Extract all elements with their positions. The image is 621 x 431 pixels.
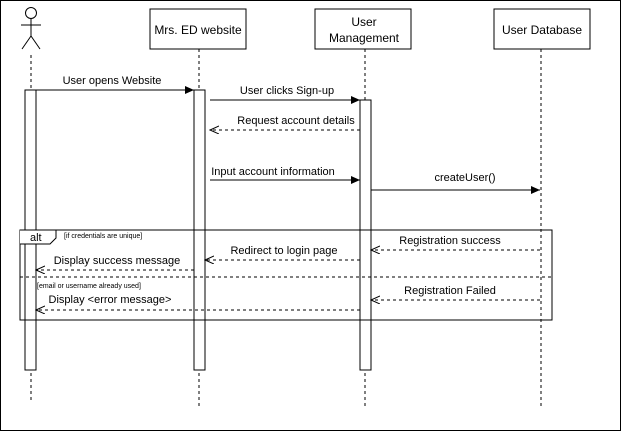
message-user-opens-website: User opens Website: [36, 75, 194, 94]
participant-user-database-label: User Database: [502, 23, 582, 37]
message-request-account-details-label: Request account details: [237, 115, 355, 127]
message-redirect-to-login: Redirect to login page: [205, 245, 360, 260]
participant-user-management: User Management: [314, 8, 412, 50]
message-registration-success: Registration success: [371, 235, 540, 250]
message-registration-success-label: Registration success: [399, 235, 501, 247]
message-display-success: Display success message: [36, 255, 194, 270]
activation-user-management: [359, 99, 372, 371]
message-redirect-to-login-label: Redirect to login page: [230, 245, 337, 257]
message-create-user-label: createUser(): [434, 172, 495, 184]
participant-user-database: User Database: [493, 8, 591, 50]
message-create-user: createUser(): [371, 172, 540, 194]
participant-user-management-line1: User: [351, 15, 376, 29]
message-display-error: Display <error message>: [36, 294, 360, 310]
message-display-error-label: Display <error message>: [49, 294, 172, 306]
alt-guard-already-used: [email or username already used]: [37, 283, 141, 290]
actor-icon: [21, 7, 41, 50]
message-registration-failed-label: Registration Failed: [404, 285, 496, 297]
participant-website-label: Mrs. ED website: [154, 23, 242, 37]
message-user-opens-website-label: User opens Website: [63, 75, 162, 87]
participant-user-management-line2: Management: [329, 31, 400, 45]
participant-website: Mrs. ED website: [149, 8, 247, 50]
message-display-success-label: Display success message: [54, 255, 181, 267]
alt-fragment: alt [if credentials are unique] [email o…: [19, 229, 553, 321]
alt-operator-label: alt: [30, 232, 42, 244]
message-request-account-details: Request account details: [210, 115, 360, 130]
alt-guard-unique: [if credentials are unique]: [64, 233, 142, 240]
message-input-account-information-label: Input account information: [211, 166, 335, 178]
message-registration-failed: Registration Failed: [371, 285, 540, 300]
message-user-clicks-signup-label: User clicks Sign-up: [240, 85, 334, 97]
message-user-clicks-signup: User clicks Sign-up: [210, 85, 360, 104]
message-input-account-information: Input account information: [210, 166, 360, 184]
